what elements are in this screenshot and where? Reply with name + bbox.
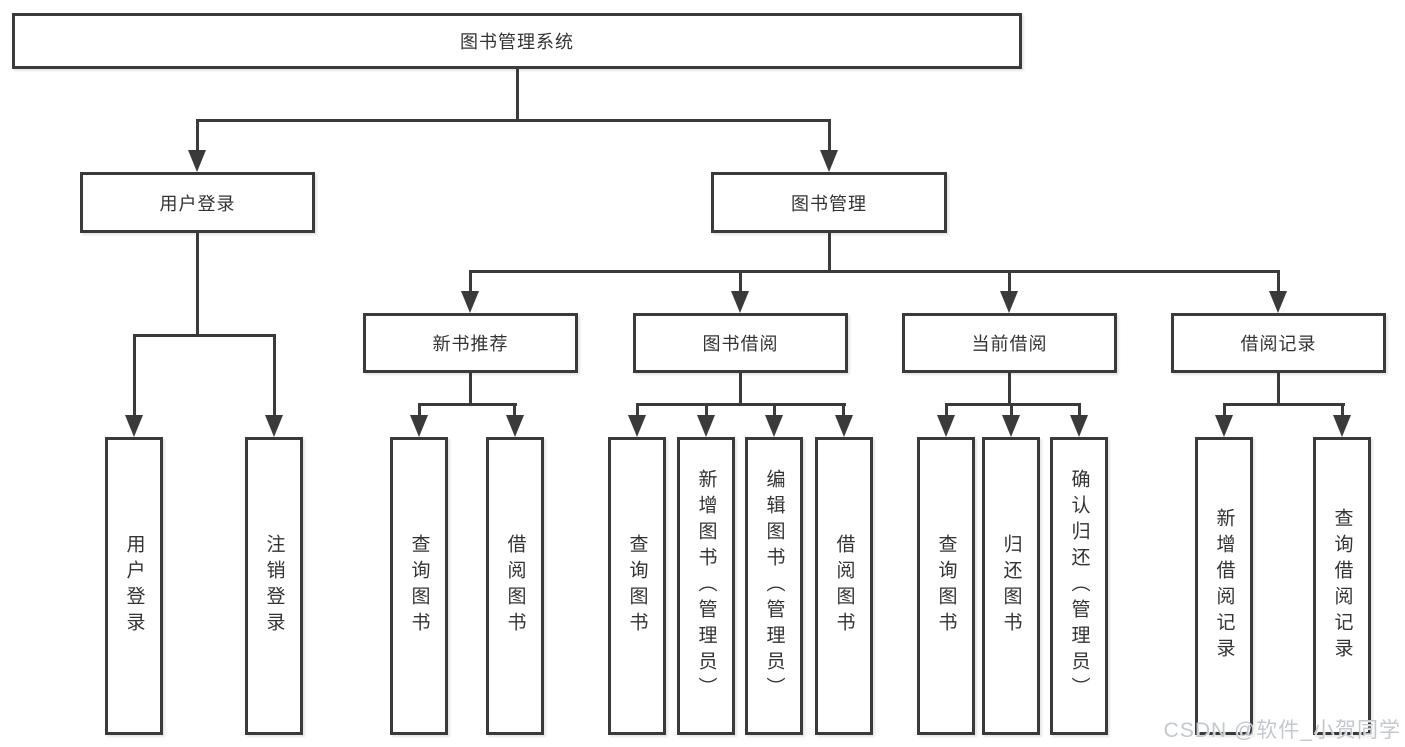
node-label: 图书借阅 — [702, 334, 779, 354]
connector-stem-leaf — [1341, 403, 1344, 416]
leaf-query-books-recommend: 查询图书 — [390, 437, 448, 735]
connector-root-horizontal — [196, 119, 831, 122]
node-label: 借阅记录 — [1240, 334, 1317, 354]
leaf-label: 查询图书 — [935, 534, 957, 638]
node-new-book-recommend: 新书推荐 — [363, 313, 578, 373]
node-current-borrow: 当前借阅 — [902, 313, 1117, 373]
connector-stem-new-book — [469, 270, 472, 291]
connector-stem-leaf — [273, 334, 276, 415]
arrow-down-icon — [410, 415, 428, 437]
connector-userlogin-vertical — [196, 233, 199, 336]
connector-currentborrow-vertical — [1008, 373, 1011, 405]
connector-stem-book-borrow — [739, 270, 742, 291]
connector-newbook-horizontal — [418, 403, 517, 406]
leaf-query-books-borrow: 查询图书 — [608, 437, 666, 735]
leaf-confirm-return-admin: 确认归还（管理员） — [1050, 437, 1108, 735]
node-book-management: 图书管理 — [711, 172, 947, 233]
arrow-down-icon — [835, 415, 853, 437]
leaf-label: 注销登录 — [263, 534, 285, 638]
arrow-down-icon — [820, 150, 838, 172]
arrow-down-icon — [697, 415, 715, 437]
node-label: 图书管理系统 — [460, 32, 574, 52]
leaf-label: 确认归还（管理员） — [1068, 469, 1090, 703]
node-label: 当前借阅 — [971, 334, 1048, 354]
node-library-management-system: 图书管理系统 — [12, 13, 1022, 69]
arrow-down-icon — [628, 415, 646, 437]
arrow-down-icon — [1215, 415, 1233, 437]
node-borrow-records: 借阅记录 — [1171, 313, 1386, 373]
connector-stem-user-login — [196, 119, 199, 152]
connector-records-horizontal — [1223, 403, 1345, 406]
connector-newbook-vertical — [469, 373, 472, 405]
connector-records-vertical — [1277, 373, 1280, 405]
leaf-label: 新增图书（管理员） — [695, 469, 717, 703]
leaf-borrow-books-recommend: 借阅图书 — [486, 437, 544, 735]
connector-stem-book-management — [828, 119, 831, 152]
arrow-down-icon — [1070, 415, 1088, 437]
arrow-down-icon — [265, 415, 283, 437]
arrow-down-icon — [461, 291, 479, 313]
connector-root-vertical — [516, 69, 519, 122]
connector-stem-leaf — [1223, 403, 1226, 416]
connector-stem-leaf — [1010, 403, 1013, 416]
arrow-down-icon — [125, 415, 143, 437]
node-label: 图书管理 — [791, 193, 867, 214]
csdn-watermark: CSDN @软件_小贺同学 — [1163, 719, 1401, 742]
leaf-query-borrow-record: 查询借阅记录 — [1313, 437, 1371, 735]
connector-userlogin-horizontal — [133, 334, 276, 337]
connector-stem-leaf — [842, 403, 845, 416]
connector-currentborrow-horizontal — [945, 403, 1081, 406]
arrow-down-icon — [1333, 415, 1351, 437]
connector-stem-leaf — [945, 403, 948, 416]
leaf-label: 查询图书 — [408, 534, 430, 638]
connector-stem-leaf — [773, 403, 776, 416]
leaf-edit-books-admin: 编辑图书（管理员） — [745, 437, 803, 735]
connector-stem-current-borrow — [1008, 270, 1011, 291]
leaf-user-login: 用户登录 — [105, 437, 163, 735]
leaf-label: 归还图书 — [1000, 534, 1022, 638]
leaf-label: 查询借阅记录 — [1331, 508, 1353, 664]
arrow-down-icon — [937, 415, 955, 437]
arrow-down-icon — [1000, 291, 1018, 313]
connector-bookborrow-horizontal — [636, 403, 846, 406]
connector-bookborrow-vertical — [739, 373, 742, 405]
arrow-down-icon — [1269, 291, 1287, 313]
node-label: 用户登录 — [159, 193, 236, 214]
leaf-label: 编辑图书（管理员） — [763, 469, 785, 703]
arrow-down-icon — [506, 415, 524, 437]
leaf-label: 新增借阅记录 — [1213, 508, 1235, 664]
arrow-down-icon — [1002, 415, 1020, 437]
connector-bookmgmt-vertical — [828, 233, 831, 272]
leaf-logout: 注销登录 — [245, 437, 303, 735]
node-user-login: 用户登录 — [80, 172, 315, 233]
leaf-label: 借阅图书 — [504, 534, 526, 638]
arrow-down-icon — [188, 150, 206, 172]
leaf-label: 借阅图书 — [833, 534, 855, 638]
connector-stem-leaf — [1078, 403, 1081, 416]
arrow-down-icon — [731, 291, 749, 313]
leaf-label: 用户登录 — [123, 534, 145, 638]
leaf-query-books-current: 查询图书 — [917, 437, 975, 735]
node-book-borrow: 图书借阅 — [633, 313, 848, 373]
connector-stem-leaf — [133, 334, 136, 415]
connector-stem-leaf — [636, 403, 639, 416]
leaf-add-books-admin: 新增图书（管理员） — [677, 437, 735, 735]
arrow-down-icon — [765, 415, 783, 437]
connector-bookmgmt-horizontal — [469, 270, 1280, 273]
leaf-return-books: 归还图书 — [982, 437, 1040, 735]
leaf-add-borrow-record: 新增借阅记录 — [1195, 437, 1253, 735]
node-label: 新书推荐 — [432, 334, 509, 354]
connector-stem-borrow-records — [1277, 270, 1280, 291]
connector-stem-leaf — [705, 403, 708, 416]
leaf-label: 查询图书 — [626, 534, 648, 638]
connector-stem-leaf — [513, 403, 516, 416]
leaf-borrow-books: 借阅图书 — [815, 437, 873, 735]
connector-stem-leaf — [418, 403, 421, 416]
